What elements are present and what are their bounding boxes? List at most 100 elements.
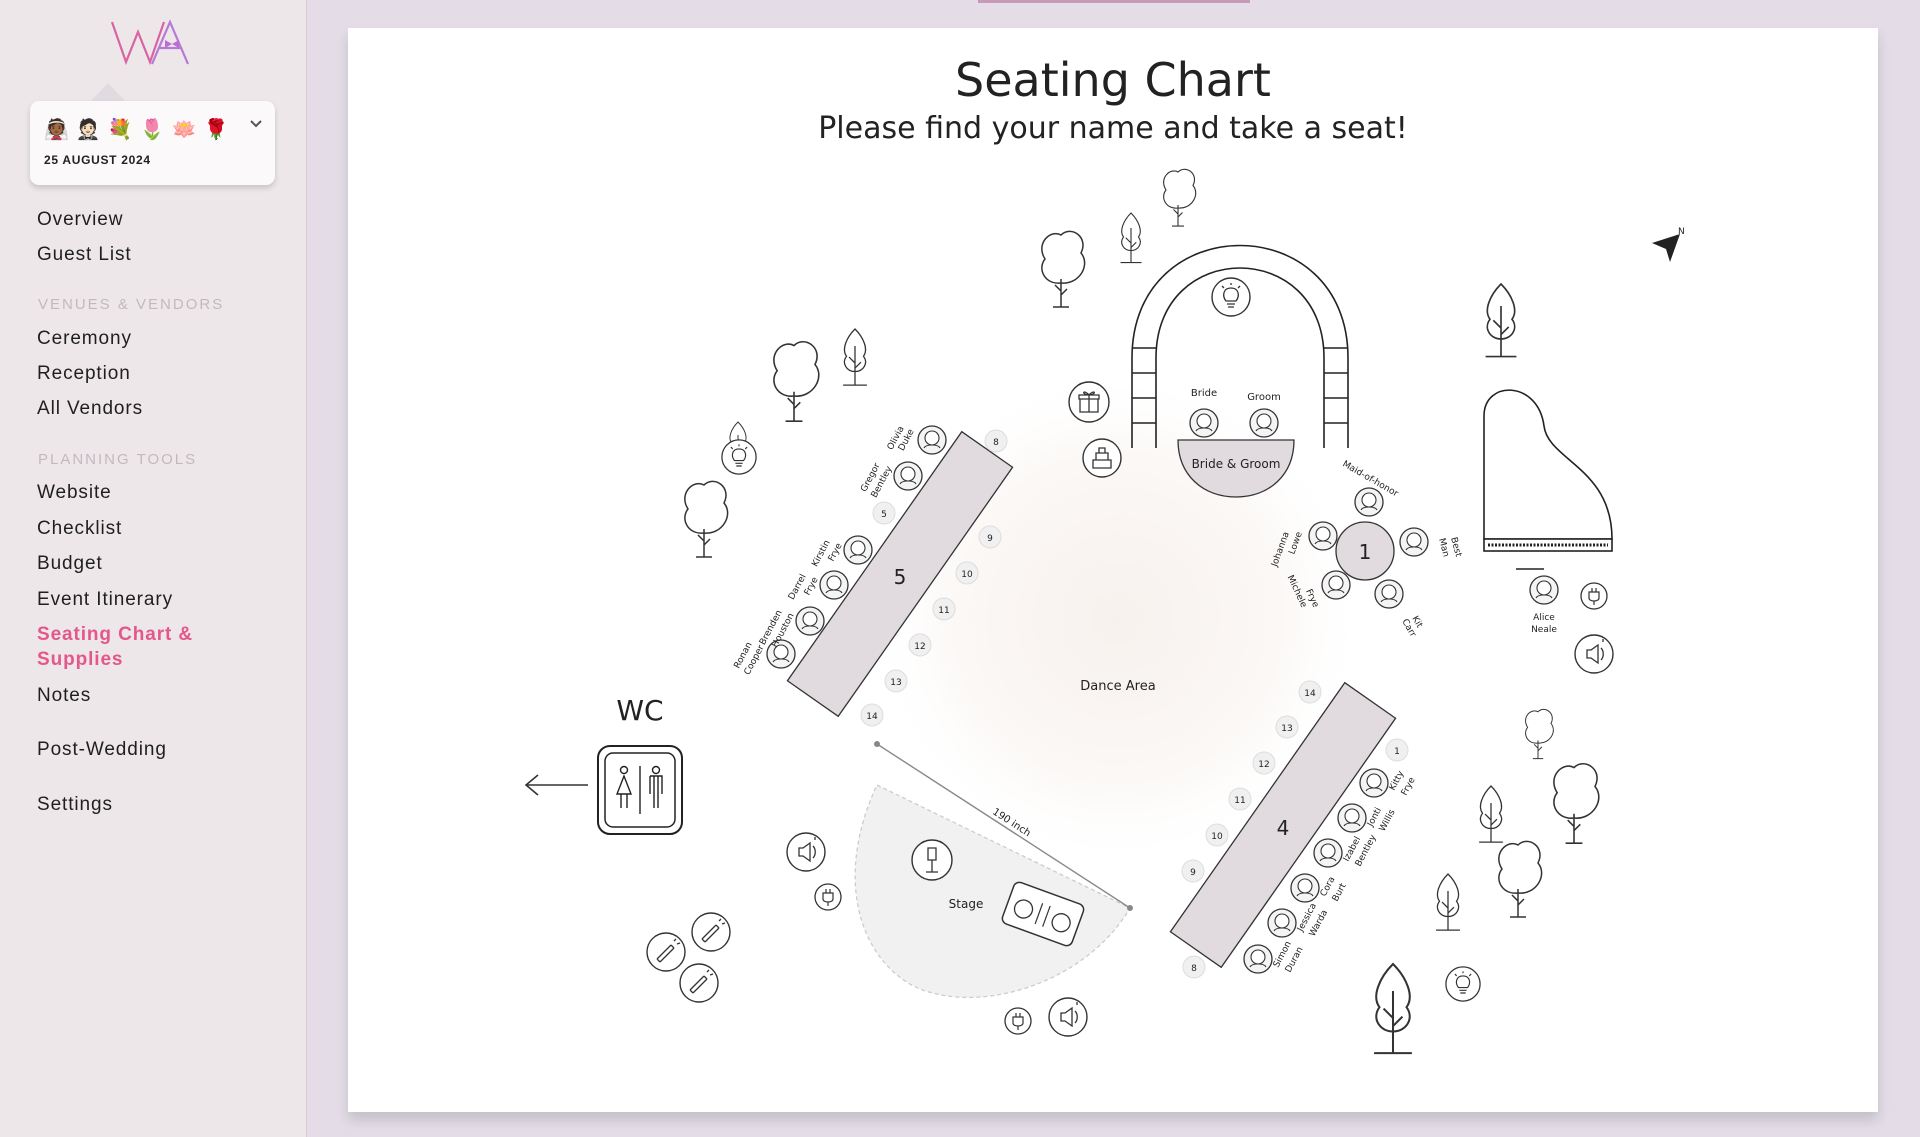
nav-checklist[interactable]: Checklist — [37, 518, 123, 539]
speaker-icon — [1574, 634, 1614, 674]
tree-icon — [1553, 762, 1600, 844]
event-emoji-strip: 👰🏾🤵🏻💐🌷🪷🌹 — [44, 117, 236, 141]
empty-seat-number: 14 — [1304, 689, 1316, 699]
tree-icon — [1525, 708, 1554, 760]
head-table-label: Bride & Groom — [1192, 457, 1281, 471]
empty-seat-number: 10 — [1211, 832, 1223, 842]
dj-console-icon — [1001, 881, 1085, 947]
dance-area-label: Dance Area — [1080, 679, 1155, 694]
measurement-endpoint — [1127, 905, 1133, 911]
nav-ceremony[interactable]: Ceremony — [37, 328, 132, 349]
restroom-icon[interactable] — [597, 745, 683, 835]
chart-subtitle: Please find your name and take a seat! — [818, 111, 1408, 146]
empty-seat-number: 11 — [1234, 796, 1245, 806]
head-table[interactable]: Bride & Groom — [1177, 439, 1295, 498]
seat-label-groom: Groom — [1247, 392, 1281, 403]
guest-seat[interactable] — [819, 570, 849, 600]
power-outlet-icon — [1004, 1007, 1032, 1035]
nav-all-vendors[interactable]: All Vendors — [37, 398, 144, 419]
guest-seat[interactable] — [795, 606, 825, 636]
guest-seat[interactable] — [1354, 487, 1384, 517]
cake-icon — [1082, 438, 1122, 478]
nav-reception[interactable]: Reception — [37, 363, 131, 384]
nav-budget[interactable]: Budget — [37, 553, 103, 574]
table-5[interactable] — [786, 430, 1014, 718]
guest-seat[interactable] — [1359, 768, 1389, 798]
guest-seat[interactable] — [893, 461, 923, 491]
tree-icon — [1478, 785, 1504, 843]
nav-guest-list[interactable]: Guest List — [37, 244, 132, 265]
guest-seat[interactable] — [1267, 908, 1297, 938]
empty-seat-number: 14 — [866, 712, 878, 722]
wc-label: WC — [616, 694, 663, 727]
power-outlet-icon — [1580, 582, 1608, 610]
guest-seat[interactable] — [843, 535, 873, 565]
nav-seating-chart-line2: Supplies — [37, 649, 124, 670]
empty-seat-number: 8 — [1191, 964, 1197, 974]
microphone-icon — [911, 839, 953, 881]
guest-seat[interactable] — [1399, 527, 1429, 557]
table-number: 4 — [1277, 816, 1290, 840]
nav-settings[interactable]: Settings — [37, 794, 113, 815]
nav-notes[interactable]: Notes — [37, 685, 92, 706]
guest-seat[interactable] — [1290, 873, 1320, 903]
guest-seat-groom[interactable] — [1249, 408, 1279, 438]
empty-seat-number: 5 — [881, 510, 887, 520]
measurement-line — [876, 743, 1131, 909]
empty-seat-number: 13 — [1281, 724, 1292, 734]
table-4[interactable] — [1169, 681, 1397, 969]
nav-event-itinerary[interactable]: Event Itinerary — [37, 589, 173, 610]
gift-icon — [1068, 381, 1110, 423]
empty-seat-number: 12 — [914, 642, 925, 652]
nav-seating-chart-line1: Seating Chart & — [37, 624, 194, 645]
compass-north-icon: N — [1652, 227, 1685, 262]
lightbulb-icon — [1211, 277, 1251, 317]
power-outlet-icon — [814, 883, 842, 911]
tree-icon — [1163, 168, 1197, 227]
grand-piano-icon — [1483, 389, 1613, 570]
guest-seat[interactable] — [1308, 521, 1338, 551]
active-tab-indicator — [978, 0, 1250, 3]
empty-seat-number: 10 — [961, 570, 973, 580]
empty-seat-number: 9 — [1190, 868, 1196, 878]
seat-label: Alice — [1533, 613, 1555, 623]
seat-label: Man — [1436, 537, 1451, 558]
guest-seat[interactable] — [1337, 803, 1367, 833]
svg-text:N: N — [1678, 227, 1685, 237]
empty-seat-number: 9 — [987, 534, 993, 544]
sidebar: 👰🏾🤵🏻💐🌷🪷🌹 25 AUGUST 2024 Overview Guest L… — [0, 0, 307, 1137]
app-logo — [110, 19, 190, 66]
stage-label: Stage — [949, 897, 984, 911]
guest-seat[interactable] — [917, 425, 947, 455]
guest-seat-bride[interactable] — [1189, 408, 1219, 438]
event-date: 25 AUGUST 2024 — [44, 153, 151, 167]
guest-seat[interactable] — [1321, 570, 1351, 600]
table-1[interactable]: 1 — [1335, 521, 1395, 581]
firework-icon — [691, 912, 731, 952]
tree-icon — [1041, 230, 1086, 308]
tree-icon — [773, 340, 820, 422]
empty-seat-number: 12 — [1258, 760, 1269, 770]
speaker-icon — [1048, 997, 1088, 1037]
guest-seat[interactable] — [1374, 579, 1404, 609]
tree-icon — [684, 480, 729, 558]
nav-seating-chart[interactable]: Seating Chart & Supplies — [37, 622, 193, 672]
empty-seat-number: 11 — [938, 606, 949, 616]
speaker-icon — [786, 832, 826, 872]
chevron-down-icon[interactable] — [249, 119, 263, 129]
event-switcher-card[interactable]: 👰🏾🤵🏻💐🌷🪷🌹 25 AUGUST 2024 — [30, 101, 275, 185]
tree-icon — [1119, 212, 1143, 264]
tree-icon — [1484, 283, 1518, 358]
lightbulb-icon — [721, 439, 757, 475]
arrow-left-icon — [524, 774, 588, 796]
nav-website[interactable]: Website — [37, 482, 112, 503]
chart-title: Seating Chart — [955, 53, 1271, 107]
lightbulb-icon — [1445, 966, 1481, 1002]
guest-seat[interactable] — [1529, 575, 1559, 605]
guest-seat[interactable] — [1243, 944, 1273, 974]
nav-overview[interactable]: Overview — [37, 209, 124, 230]
ceremony-arch-icon — [1131, 244, 1349, 448]
nav-post-wedding[interactable]: Post-Wedding — [37, 739, 167, 760]
guest-seat[interactable] — [1313, 838, 1343, 868]
empty-seat-number: 8 — [993, 438, 999, 448]
